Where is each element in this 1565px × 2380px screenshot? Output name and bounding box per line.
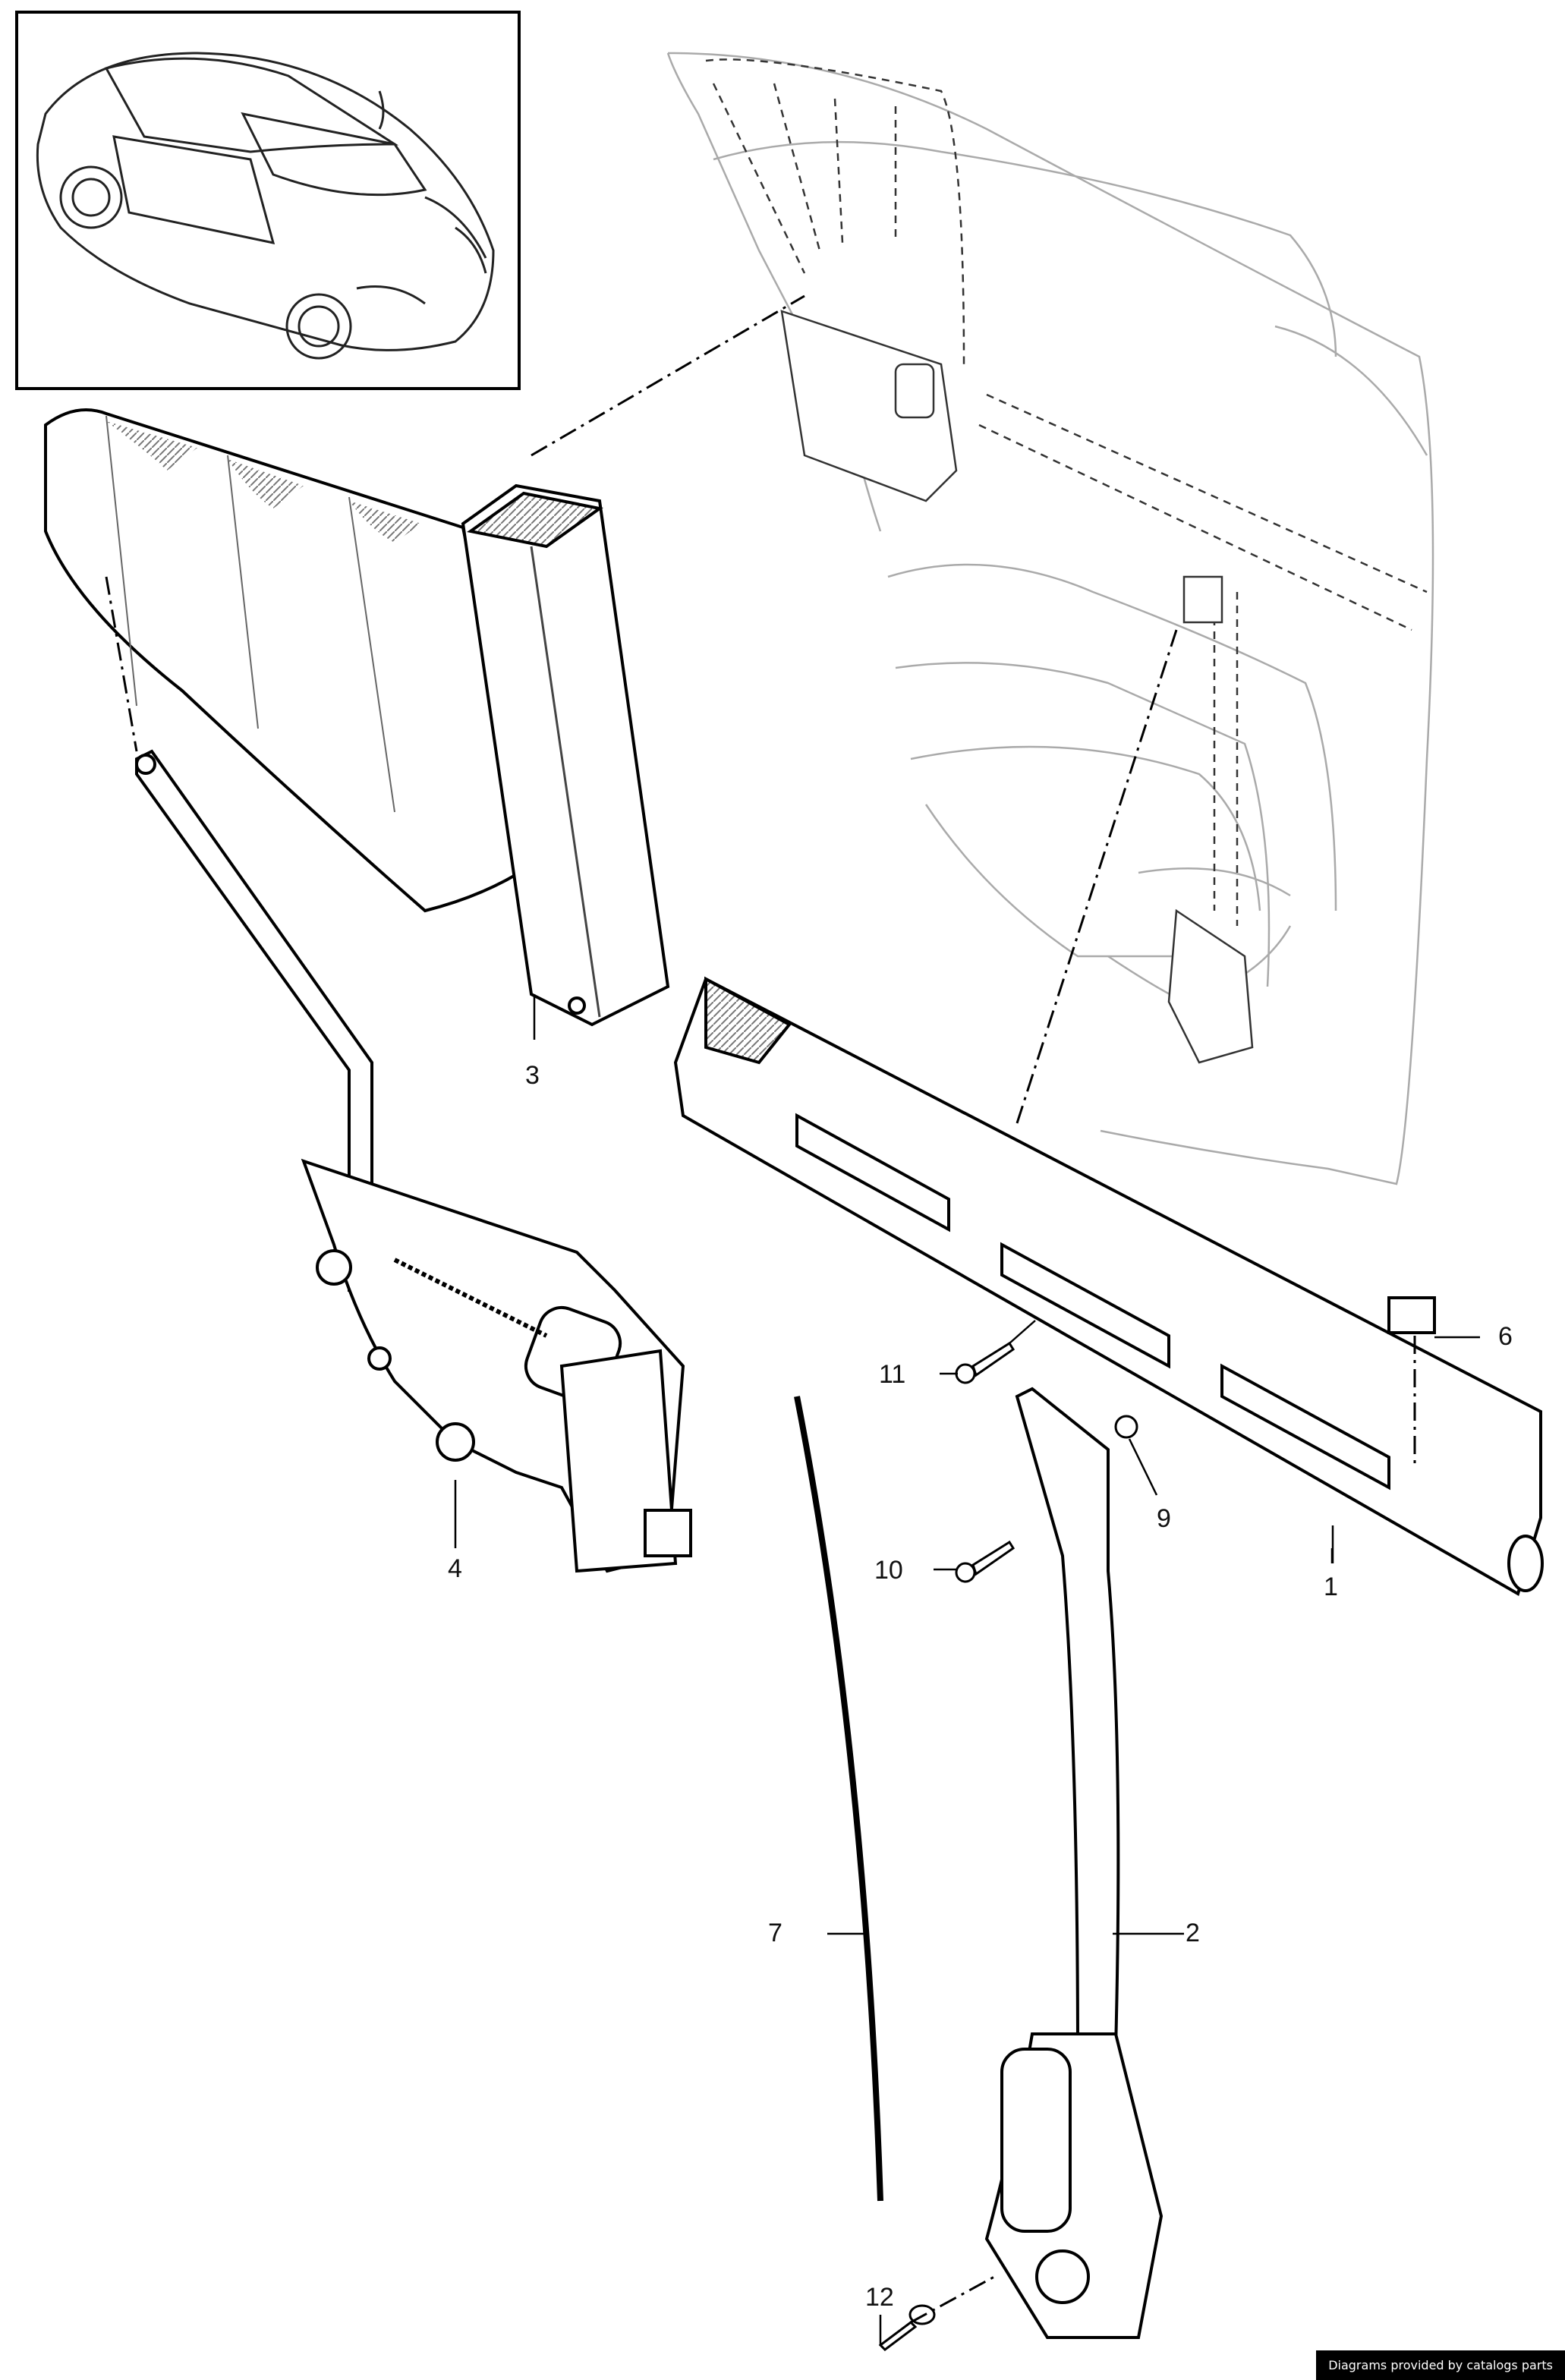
assembly-lines bbox=[105, 294, 1416, 2324]
car-illustration bbox=[36, 52, 495, 360]
screw-part-10 bbox=[955, 1540, 1016, 1583]
lift-arm-part-4 bbox=[135, 749, 692, 1573]
rivet-part-12 bbox=[878, 2304, 936, 2351]
door-outline bbox=[666, 52, 1434, 1185]
callout-3: 3 bbox=[525, 1061, 540, 1090]
callout-11: 11 bbox=[879, 1360, 906, 1389]
leader-lines bbox=[454, 994, 1480, 2345]
guide-rail-part-1 bbox=[673, 976, 1544, 1596]
window-glass bbox=[44, 408, 534, 913]
callout-2: 2 bbox=[1186, 1919, 1200, 1947]
nut-part-9 bbox=[1114, 1415, 1138, 1439]
diagram-credit: Diagrams provided by catalogs parts bbox=[1316, 2350, 1565, 2380]
vehicle-inset bbox=[15, 11, 521, 390]
installed-parts-dashed bbox=[705, 58, 1428, 926]
glass-frame-part-3 bbox=[461, 483, 670, 1027]
screw-part-11 bbox=[955, 1341, 1016, 1384]
callout-12: 12 bbox=[865, 2283, 894, 2312]
callout-10: 10 bbox=[874, 1556, 903, 1585]
clip-part-6 bbox=[1387, 1296, 1436, 1334]
callout-1: 1 bbox=[1324, 1572, 1338, 1601]
seal-part-7 bbox=[794, 1396, 883, 2202]
callout-6: 6 bbox=[1498, 1322, 1513, 1351]
callout-9: 9 bbox=[1157, 1504, 1171, 1533]
callout-7: 7 bbox=[768, 1919, 782, 1947]
callout-4: 4 bbox=[448, 1554, 462, 1583]
regulator-part-2 bbox=[984, 1387, 1164, 2339]
installed-regulator bbox=[780, 310, 1254, 1064]
